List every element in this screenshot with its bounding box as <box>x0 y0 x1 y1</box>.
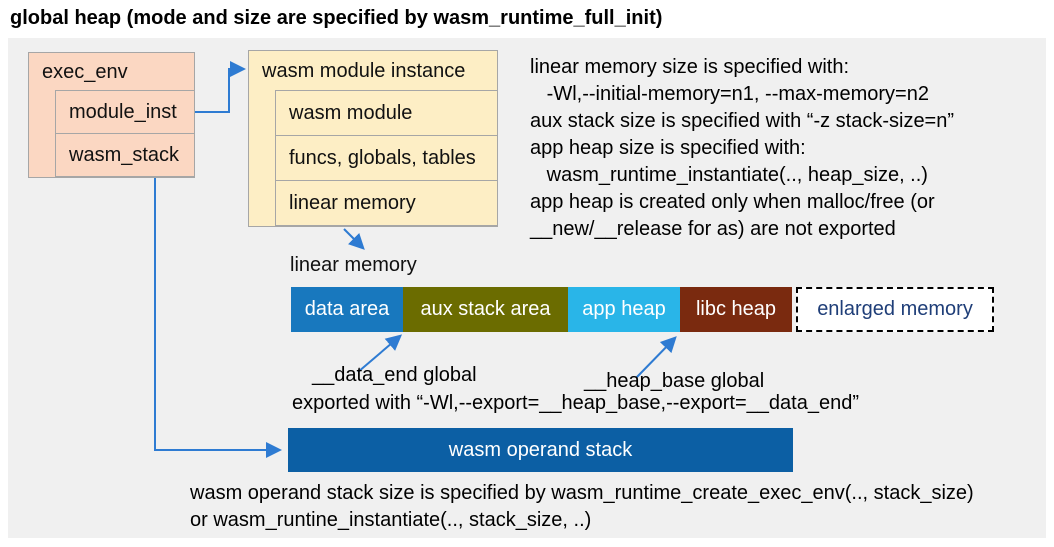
module-instance-row-funcs-globals-tables: funcs, globals, tables <box>275 135 498 181</box>
exec-env-row-module-inst: module_inst <box>55 90 195 134</box>
note-line: linear memory size is specified with: <box>530 56 849 78</box>
notes-text: linear memory size is specified with: -W… <box>530 54 954 243</box>
diagram-title: global heap (mode and size are specified… <box>10 7 663 29</box>
arrow-instance-to-linear-memory <box>343 228 365 250</box>
module-instance-row-wasm-module: wasm module <box>275 90 498 136</box>
module-instance-box: wasm module instance wasm module funcs, … <box>248 50 498 227</box>
linear-memory-bar: data area aux stack area app heap libc h… <box>291 287 994 332</box>
diagram-panel: exec_env module_inst wasm_stack wasm mod… <box>8 38 1046 538</box>
data-end-global-label: __data_end global <box>312 364 477 386</box>
wasm-operand-stack-bar: wasm operand stack <box>288 428 793 472</box>
operand-stack-caption: wasm operand stack size is specified by … <box>190 480 974 534</box>
note-line: app heap is created only when malloc/fre… <box>530 191 935 213</box>
module-instance-header: wasm module instance <box>262 59 466 82</box>
linear-memory-label: linear memory <box>290 254 417 276</box>
exported-flags-note: exported with “-Wl,--export=__heap_base,… <box>292 392 859 414</box>
note-line: -Wl,--initial-memory=n1, --max-memory=n2 <box>530 83 929 105</box>
arrow-module-inst-to-instance <box>195 61 246 113</box>
note-line: app heap size is specified with: <box>530 137 806 159</box>
exec-env-box: exec_env module_inst wasm_stack <box>28 52 195 178</box>
segment-app-heap: app heap <box>568 287 680 332</box>
exec-env-rows: module_inst wasm_stack <box>55 90 195 177</box>
note-line: __new/__release for as) are not exported <box>530 218 896 240</box>
exec-env-row-wasm-stack: wasm_stack <box>55 133 195 177</box>
segment-enlarged-memory: enlarged memory <box>796 287 994 332</box>
segment-libc-heap: libc heap <box>680 287 792 332</box>
note-line: wasm_runtime_instantiate(.., heap_size, … <box>530 164 928 186</box>
caption-line: wasm operand stack size is specified by … <box>190 482 974 504</box>
segment-data-area: data area <box>291 287 403 332</box>
segment-aux-stack-area: aux stack area <box>403 287 568 332</box>
exec-env-header: exec_env <box>42 60 128 83</box>
module-instance-rows: wasm module funcs, globals, tables linea… <box>275 90 498 226</box>
note-line: aux stack size is specified with “-z sta… <box>530 110 955 132</box>
heap-base-global-label: __heap_base global <box>584 370 765 392</box>
caption-line: or wasm_runtine_instantiate(.., stack_si… <box>190 509 592 531</box>
module-instance-row-linear-memory: linear memory <box>275 180 498 226</box>
